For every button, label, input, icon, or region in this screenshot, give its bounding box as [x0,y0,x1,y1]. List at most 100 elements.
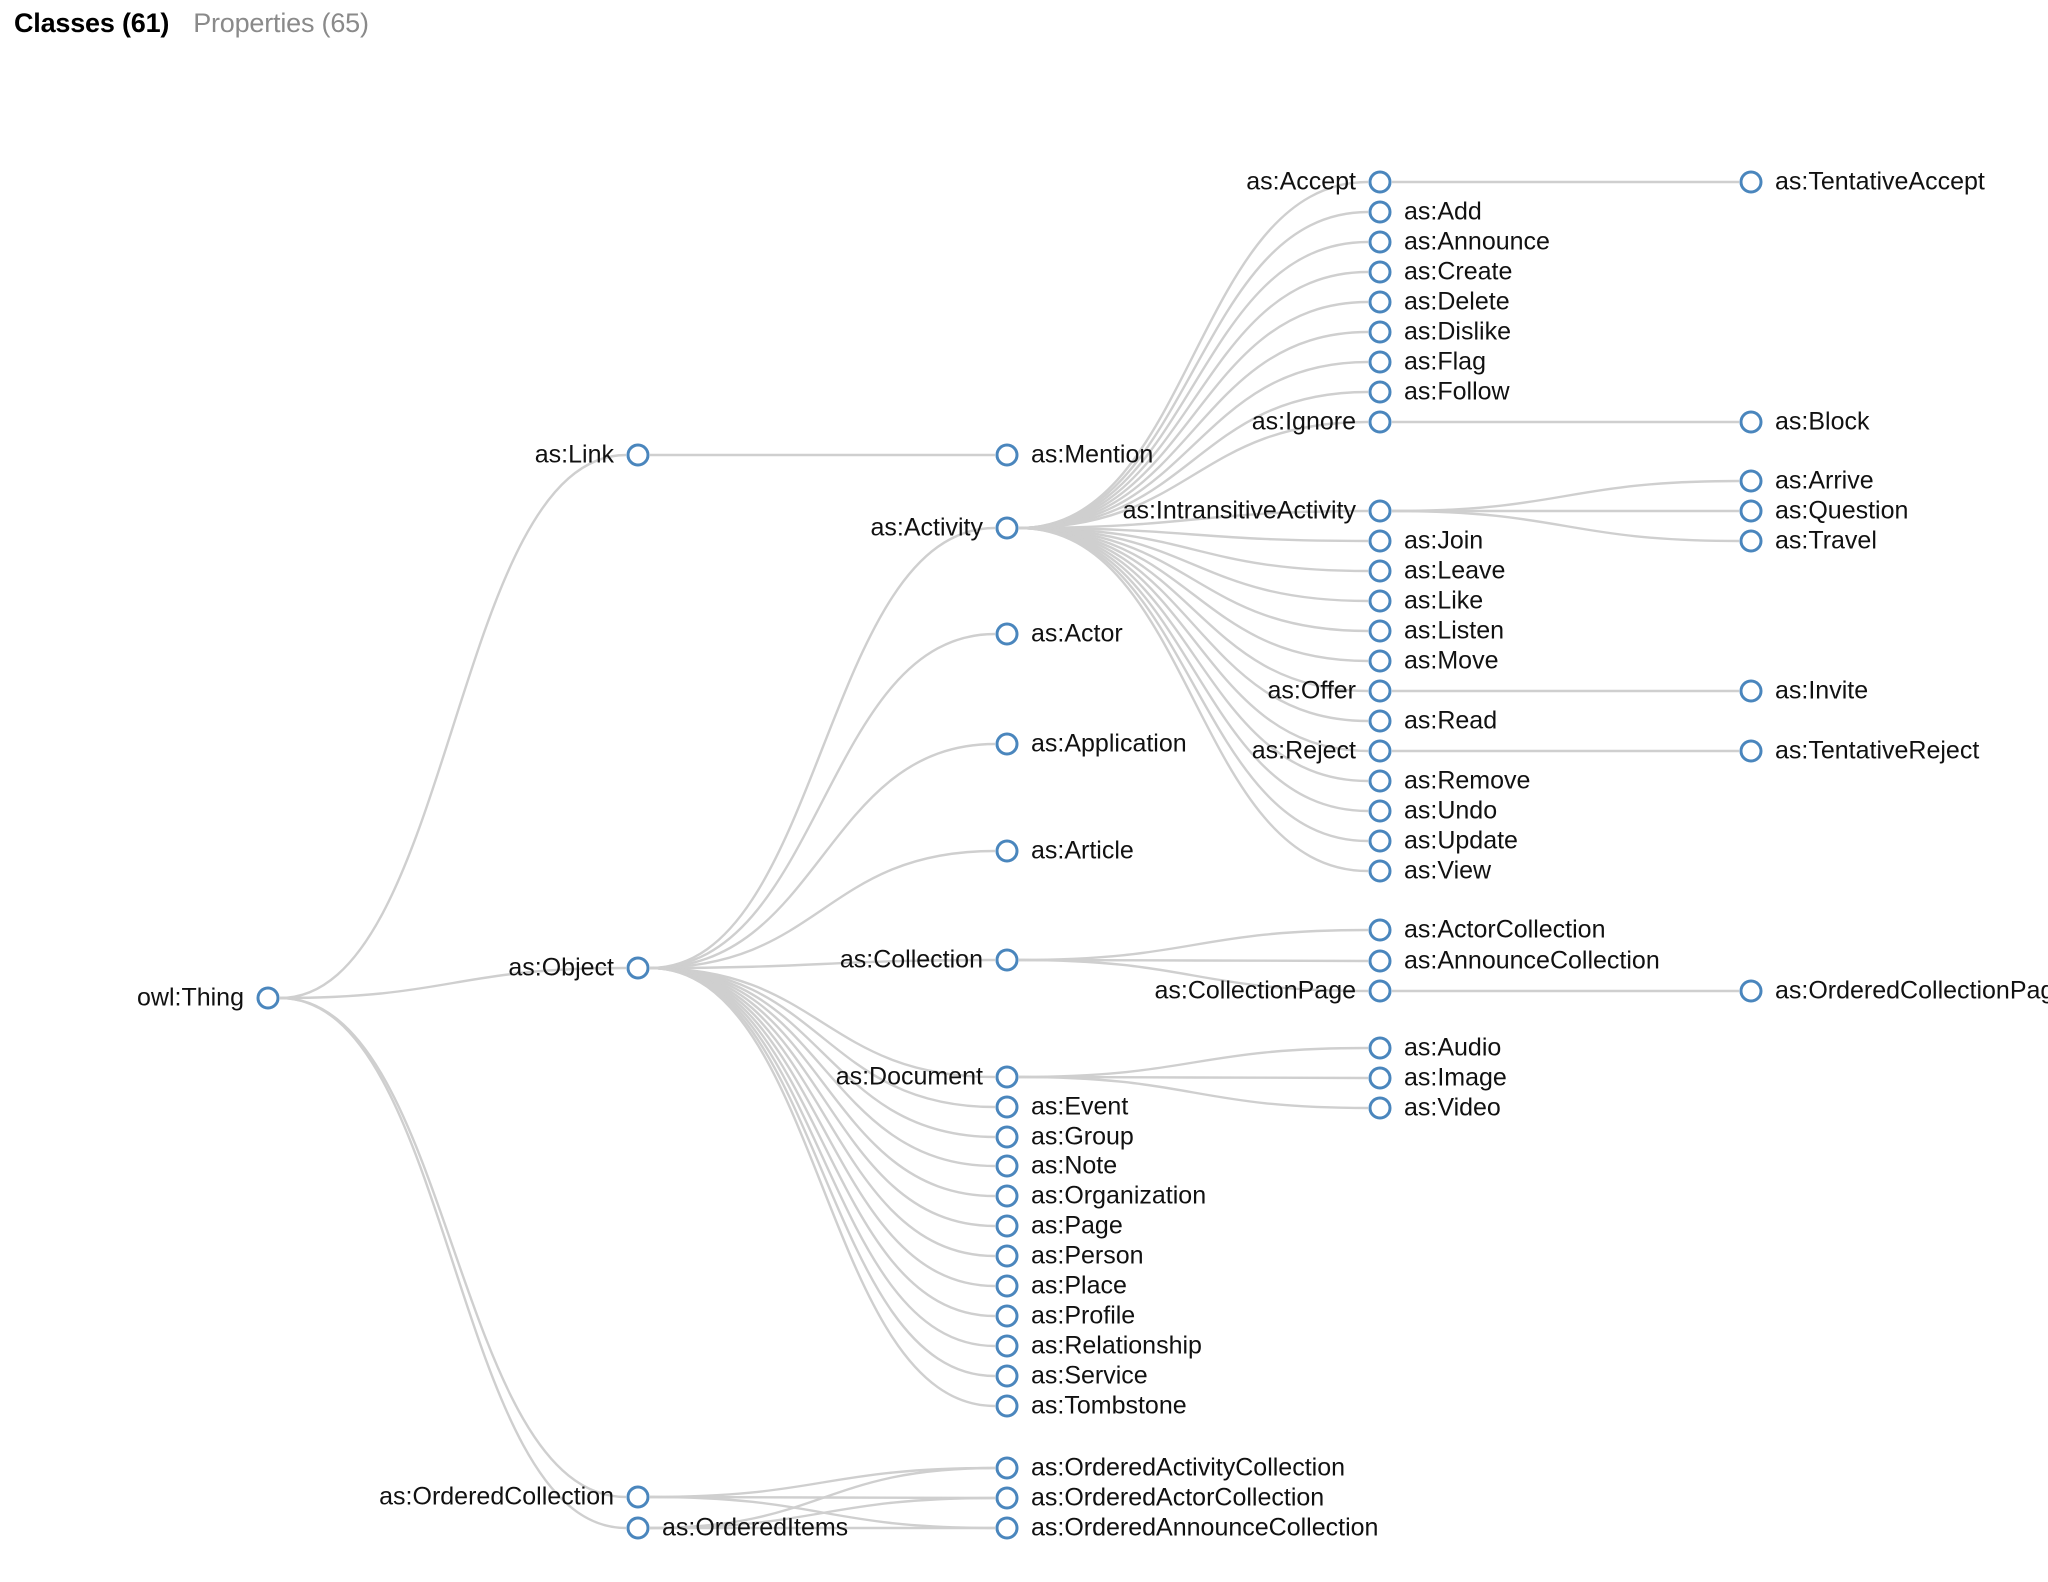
graph-node[interactable]: as:Like [1368,587,1483,615]
graph-node[interactable]: as:Mention [995,441,1153,469]
graph-node[interactable]: as:OrderedItems [626,1514,848,1542]
graph-node[interactable]: as:Question [1739,497,1908,525]
node-circle-icon[interactable] [1368,290,1392,314]
graph-node[interactable]: as:Application [995,730,1187,758]
node-circle-icon[interactable] [1739,469,1763,493]
graph-node[interactable]: as:Relationship [995,1332,1202,1360]
node-circle-icon[interactable] [1368,499,1392,523]
node-circle-icon[interactable] [1368,320,1392,344]
node-circle-icon[interactable] [995,622,1019,646]
graph-node[interactable]: as:Video [1368,1094,1501,1122]
node-circle-icon[interactable] [1368,410,1392,434]
graph-node[interactable]: as:Listen [1368,617,1504,645]
graph-node[interactable]: as:Organization [995,1182,1206,1210]
graph-node[interactable]: as:Profile [995,1302,1135,1330]
node-circle-icon[interactable] [1739,739,1763,763]
tab-classes[interactable]: Classes (61) [14,8,170,38]
node-circle-icon[interactable] [995,1456,1019,1480]
node-circle-icon[interactable] [1368,799,1392,823]
graph-node[interactable]: as:Link [535,441,650,469]
graph-node[interactable]: as:Object [508,954,650,982]
node-circle-icon[interactable] [995,732,1019,756]
graph-node[interactable]: as:Offer [1268,677,1392,705]
graph-node[interactable]: as:Image [1368,1064,1507,1092]
graph-node[interactable]: as:Announce [1368,228,1550,256]
node-circle-icon[interactable] [995,516,1019,540]
graph-node[interactable]: as:Undo [1368,797,1497,825]
node-circle-icon[interactable] [1368,829,1392,853]
graph-node[interactable]: as:OrderedCollectionPage [1739,977,2048,1005]
node-circle-icon[interactable] [995,443,1019,467]
graph-node[interactable]: as:Add [1368,198,1482,226]
graph-node[interactable]: as:Person [995,1242,1144,1270]
graph-node[interactable]: as:Update [1368,827,1518,855]
tab-properties[interactable]: Properties (65) [193,8,369,38]
graph-node[interactable]: as:Document [836,1063,1019,1091]
node-circle-icon[interactable] [995,1274,1019,1298]
node-circle-icon[interactable] [1368,260,1392,284]
graph-node[interactable]: as:Note [995,1152,1117,1180]
node-circle-icon[interactable] [1368,350,1392,374]
graph-node[interactable]: as:Actor [995,620,1123,648]
graph-node[interactable]: as:Tombstone [995,1392,1187,1420]
node-circle-icon[interactable] [1368,170,1392,194]
node-circle-icon[interactable] [995,1334,1019,1358]
node-circle-icon[interactable] [1368,230,1392,254]
graph-node[interactable]: as:Follow [1368,378,1511,406]
graph-node[interactable]: as:Reject [1252,737,1392,765]
node-circle-icon[interactable] [995,1244,1019,1268]
node-circle-icon[interactable] [995,1364,1019,1388]
node-circle-icon[interactable] [1368,589,1392,613]
graph-node[interactable]: as:CollectionPage [1154,977,1392,1005]
graph-node[interactable]: as:OrderedAnnounceCollection [995,1514,1378,1542]
node-circle-icon[interactable] [626,956,650,980]
node-circle-icon[interactable] [1368,529,1392,553]
graph-node[interactable]: as:Collection [840,946,1019,974]
node-circle-icon[interactable] [1739,679,1763,703]
graph-node[interactable]: as:Group [995,1123,1134,1151]
graph-node[interactable]: as:Arrive [1739,467,1874,495]
graph-node[interactable]: as:AnnounceCollection [1368,947,1660,975]
node-circle-icon[interactable] [626,1485,650,1509]
node-circle-icon[interactable] [1368,709,1392,733]
node-circle-icon[interactable] [995,1304,1019,1328]
node-circle-icon[interactable] [995,1486,1019,1510]
node-circle-icon[interactable] [1739,979,1763,1003]
node-circle-icon[interactable] [1368,559,1392,583]
node-circle-icon[interactable] [995,1214,1019,1238]
node-circle-icon[interactable] [1368,769,1392,793]
node-circle-icon[interactable] [1368,1066,1392,1090]
graph-node[interactable]: as:Block [1739,408,1870,436]
node-circle-icon[interactable] [1368,679,1392,703]
graph-node[interactable]: as:Place [995,1272,1127,1300]
graph-node[interactable]: as:Page [995,1212,1123,1240]
node-circle-icon[interactable] [1368,380,1392,404]
node-circle-icon[interactable] [1368,918,1392,942]
graph-node[interactable]: as:Create [1368,258,1512,286]
graph-node[interactable]: as:Join [1368,527,1483,555]
graph-node[interactable]: as:Activity [870,514,1019,542]
node-circle-icon[interactable] [995,1125,1019,1149]
node-circle-icon[interactable] [1368,649,1392,673]
node-circle-icon[interactable] [1739,170,1763,194]
graph-node[interactable]: as:TentativeAccept [1739,168,1985,196]
graph-node[interactable]: as:Read [1368,707,1497,735]
node-circle-icon[interactable] [995,1394,1019,1418]
graph-node[interactable]: as:Event [995,1093,1128,1121]
node-circle-icon[interactable] [995,1154,1019,1178]
graph-node[interactable]: as:Service [995,1362,1148,1390]
node-circle-icon[interactable] [995,1065,1019,1089]
node-circle-icon[interactable] [626,443,650,467]
graph-node[interactable]: as:Ignore [1252,408,1392,436]
node-circle-icon[interactable] [1368,1096,1392,1120]
node-circle-icon[interactable] [1739,499,1763,523]
graph-node[interactable]: as:OrderedCollection [379,1483,650,1511]
graph-node[interactable]: as:ActorCollection [1368,916,1605,944]
node-circle-icon[interactable] [1368,859,1392,883]
node-circle-icon[interactable] [1368,1036,1392,1060]
node-circle-icon[interactable] [1368,739,1392,763]
graph-node[interactable]: as:View [1368,857,1492,885]
node-circle-icon[interactable] [995,948,1019,972]
graph-node[interactable]: as:OrderedActorCollection [995,1484,1324,1512]
graph-node[interactable]: as:Article [995,837,1134,865]
